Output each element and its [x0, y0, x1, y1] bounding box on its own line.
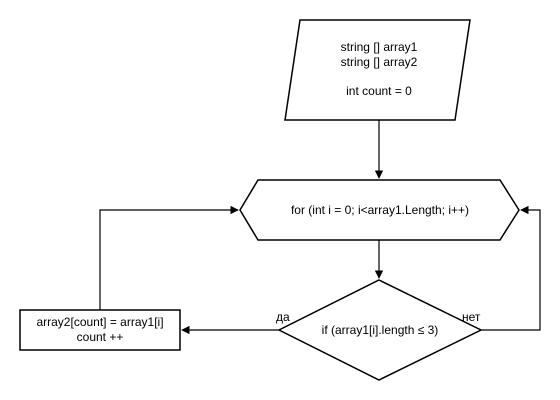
input-node: string [] array1 string [] array2 int co…: [284, 19, 471, 121]
process-line-2: count ++: [77, 330, 124, 344]
process-line-1: array2[count] = array1[i]: [36, 315, 163, 329]
condition-label: if (array1[i].length ≤ 3): [322, 323, 439, 337]
input-line-3: int count = 0: [346, 84, 412, 98]
edge-condition-no: [481, 205, 541, 331]
loop-label: for (int i = 0; i<array1.Length; i++): [291, 203, 469, 217]
input-parallelogram: [284, 19, 471, 121]
input-line-1: string [] array1: [341, 40, 418, 54]
condition-node: if (array1[i].length ≤ 3): [277, 279, 483, 381]
condition-diamond: [277, 279, 483, 381]
process-node: array2[count] = array1[i] count ++: [19, 309, 181, 351]
edge-process-to-loop: [99, 205, 239, 310]
input-line-2: string [] array2: [341, 55, 418, 69]
loop-node: for (int i = 0; i<array1.Length; i++): [239, 179, 520, 241]
no-label: нет: [462, 310, 481, 324]
loop-hexagon: [239, 179, 520, 241]
yes-label: да: [276, 310, 290, 324]
